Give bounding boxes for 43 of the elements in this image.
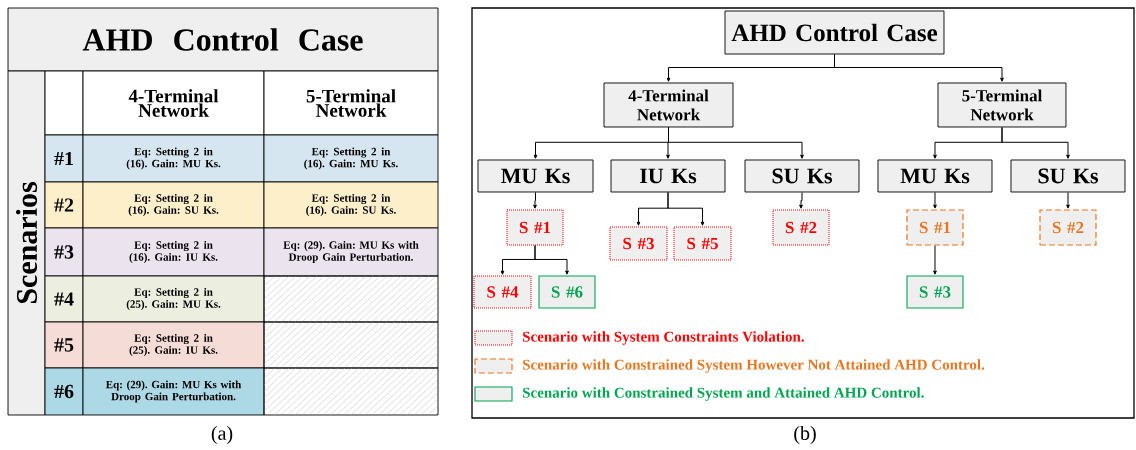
table-cell: Eq: Setting 2 in (16). Gain: MU Ks. — [263, 134, 439, 183]
category-box: 5-Terminal Network — [937, 82, 1067, 128]
category-box: SU Ks — [1010, 159, 1126, 193]
row-number: #6 — [44, 367, 84, 416]
row-header: Scenarios — [7, 70, 46, 416]
scenario-box: S #5 — [673, 226, 732, 261]
column-header: 5-Terminal Network — [263, 70, 439, 136]
scenario-box: S #2 — [1039, 209, 1097, 246]
arrow — [667, 191, 705, 226]
category-box: AHD Control Case — [724, 10, 945, 55]
category-box: MU Ks — [877, 159, 993, 193]
arrow — [933, 245, 937, 275]
arrow — [534, 245, 569, 275]
arrow — [533, 191, 537, 209]
row-number: #4 — [44, 275, 84, 323]
scenario-box: S #3 — [906, 275, 964, 309]
arrow — [668, 126, 804, 159]
row-number: #2 — [44, 181, 84, 229]
arrow — [1001, 126, 1070, 159]
category-box: SU Ks — [744, 159, 860, 193]
row-number: #5 — [44, 321, 84, 369]
arrow — [1066, 191, 1070, 209]
arrow — [834, 53, 1004, 82]
scenario-box: S #1 — [906, 209, 964, 246]
legend-item: Scenario with System Constraints Violation. — [474, 330, 804, 346]
scenario-box: S #1 — [506, 209, 564, 246]
table-cell: Eq: (29). Gain: MU Ks with Droop Gain Perturbation. — [263, 227, 439, 277]
scenario-box: S #3 — [609, 226, 668, 261]
row-number: #1 — [44, 134, 84, 183]
row-number: #3 — [44, 227, 84, 277]
scenario-box: S #6 — [538, 275, 596, 309]
legend-item: Scenario with Constrained System However Not Attained AHD Control. — [474, 358, 985, 374]
arrow — [799, 191, 803, 209]
caption: (a) — [211, 425, 233, 445]
table-cell: Eq: Setting 2 in (16). Gain: SU Ks. — [263, 181, 439, 229]
category-box: 4-Terminal Network — [603, 82, 734, 128]
arrow — [933, 191, 937, 209]
category-box: IU Ks — [610, 159, 726, 193]
scenario-box: S #4 — [473, 275, 532, 309]
scenario-box: S #2 — [772, 209, 830, 246]
caption: (b) — [794, 425, 816, 445]
category-box: MU Ks — [477, 159, 594, 193]
legend-item: Scenario with Constrained System and Attained AHD Control. — [474, 386, 924, 402]
